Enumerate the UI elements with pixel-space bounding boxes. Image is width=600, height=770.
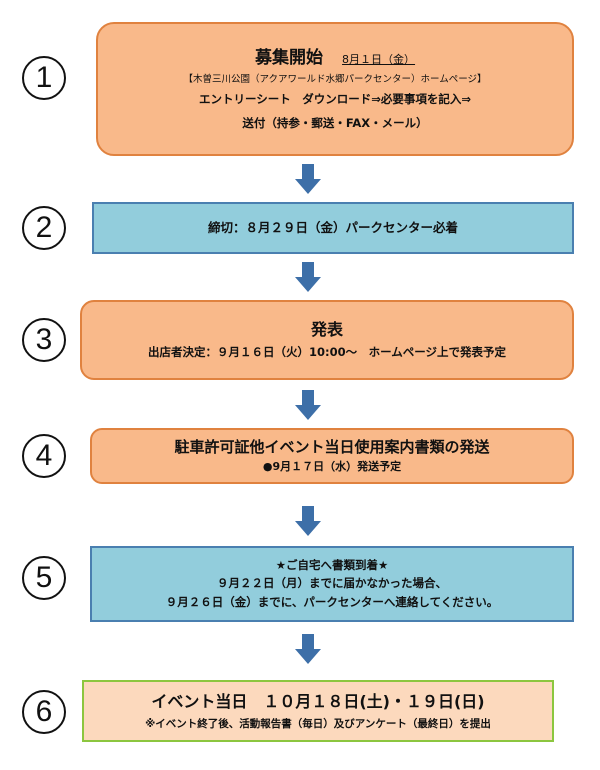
step-5-box: ★ご自宅へ書類到着★ ９月２２日（月）までに届かなかった場合、 ９月２６日（金）…	[90, 546, 574, 622]
step-1-line-2: エントリーシート ダウンロード⇒必要事項を記入⇒	[198, 92, 472, 107]
step-1-box: 募集開始 8月１日（金） 【木曽三川公園（アクアワールド水郷パークセンター）ホー…	[96, 22, 574, 156]
step-number-4: 4	[22, 434, 66, 478]
step-number-1: 1	[22, 56, 66, 100]
step-2-box: 締切：８月２９日（金）パークセンター必着	[92, 202, 574, 254]
step-1-line-3: 送付（持参・郵送・FAX・メール）	[242, 115, 428, 130]
down-arrow-icon	[295, 262, 321, 292]
step-2-line-1: 締切：８月２９日（金）パークセンター必着	[207, 219, 458, 235]
step-1-date: 8月１日（金）	[342, 52, 416, 66]
step-1-line-1: 【木曽三川公園（アクアワールド水郷パークセンター）ホームページ】	[183, 73, 487, 85]
step-5-line-2: ９月２２日（月）までに届かなかった場合、	[217, 576, 447, 591]
down-arrow-icon	[295, 164, 321, 194]
step-1-title: 募集開始	[254, 47, 323, 68]
step-6-title: イベント当日 １０月１８日(土)・１９日(日)	[151, 692, 485, 712]
step-5-line-1: ★ご自宅へ書類到着★	[275, 557, 389, 572]
step-number-6: 6	[22, 690, 66, 734]
step-number-5: 5	[22, 556, 66, 600]
step-4-line-1: ●9月１７日（水）発送予定	[262, 460, 402, 474]
down-arrow-icon	[295, 506, 321, 536]
step-3-box: 発表 出店者決定：９月１６日（火）10:00～ ホームページ上で発表予定	[80, 300, 574, 380]
step-number-2: 2	[22, 206, 66, 250]
step-6-box: イベント当日 １０月１８日(土)・１９日(日) ※イベント終了後、活動報告書（毎…	[82, 680, 554, 742]
step-1-heading: 募集開始 8月１日（金）	[255, 47, 415, 70]
step-4-box: 駐車許可証他イベント当日使用案内書類の発送 ●9月１７日（水）発送予定	[90, 428, 574, 484]
down-arrow-icon	[295, 634, 321, 664]
step-6-line-1: ※イベント終了後、活動報告書（毎日）及びアンケート（最終日）を提出	[145, 717, 491, 730]
step-4-title: 駐車許可証他イベント当日使用案内書類の発送	[174, 437, 490, 456]
step-3-line-1: 出店者決定：９月１６日（火）10:00～ ホームページ上で発表予定	[147, 345, 507, 360]
step-number-3: 3	[22, 318, 66, 362]
down-arrow-icon	[295, 390, 321, 420]
step-3-title: 発表	[310, 320, 343, 340]
step-5-line-3: ９月２６日（金）までに、パークセンターへ連絡してください。	[165, 594, 499, 609]
